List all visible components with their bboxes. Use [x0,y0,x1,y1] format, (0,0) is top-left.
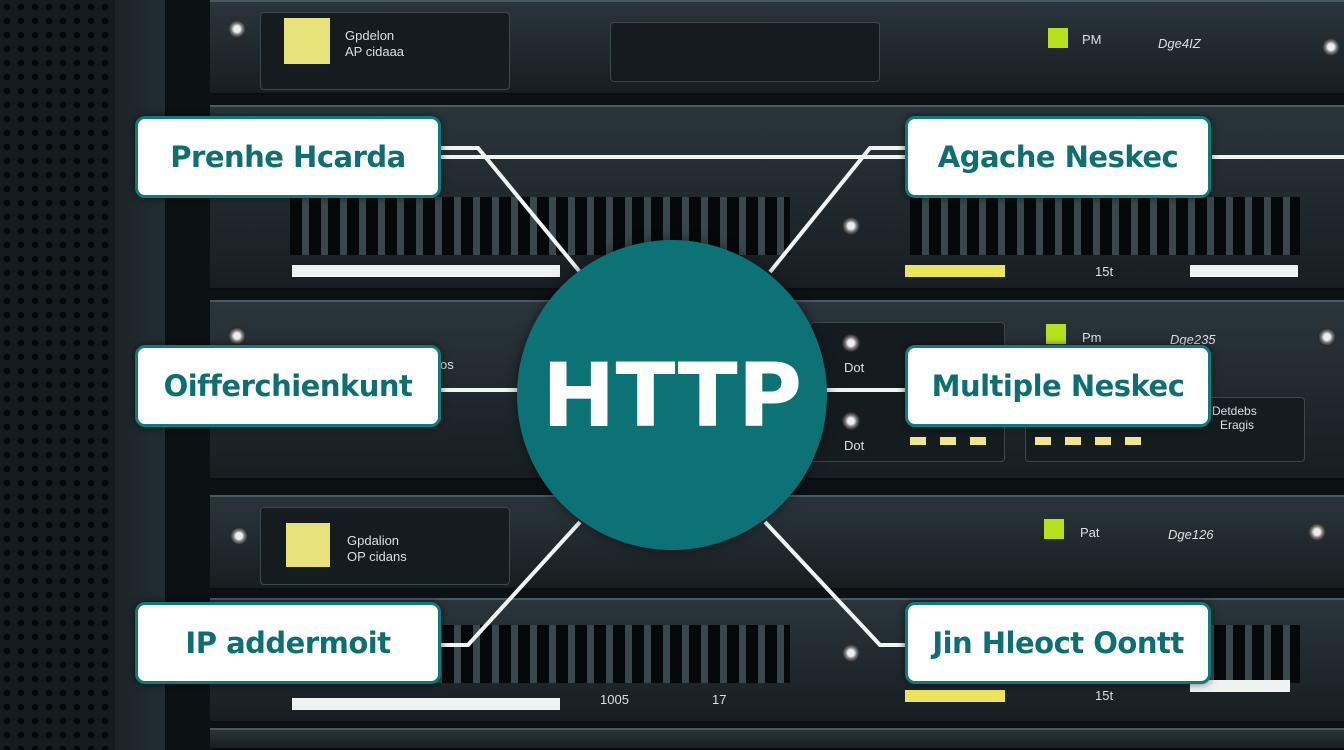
screw-icon [228,327,246,345]
unit-code: Dge235 [1170,332,1216,347]
label-right-3: Jin Hleoct Oontt [905,602,1211,684]
screw-icon [230,527,248,545]
connector-line [763,520,905,647]
unit-sub: AP cidaaa [345,44,405,59]
side-text: Detdebs [1212,404,1257,418]
status-text: PM [1082,32,1102,47]
port-icon [842,412,860,430]
http-hub: HTTP [517,240,827,550]
connector-line [440,520,582,647]
label-left-3: IP addermoit [135,602,441,684]
unit-sub: OP cidans [347,549,407,564]
status-text: Pat [1080,525,1100,540]
status-led [1048,28,1068,48]
unit-name: Gpdalion [347,533,400,548]
screw-icon [1308,523,1326,541]
server-unit-4: Gpdalion OP cidans Pat Dge126 [210,495,1344,590]
screw-icon [842,217,860,235]
unit-number: 17 [712,692,727,707]
screw-icon [228,20,246,38]
screw-icon [842,644,860,662]
server-unit-6 [210,728,1344,750]
connector-line [768,146,905,274]
unit-name: Gpdelon [345,28,395,43]
unit-code: Dge126 [1168,527,1214,542]
status-led [1044,519,1064,539]
screw-icon [1322,38,1340,56]
unit-number: 15t [1095,688,1114,703]
connector-line [440,146,582,274]
status-led [1046,324,1066,344]
port-icon [842,334,860,352]
unit-number: 15t [1095,264,1114,279]
port-label: Dot [844,360,865,375]
screw-icon [1318,328,1336,346]
status-text: Pm [1082,330,1102,345]
label-left-2: Oifferchienkunt [135,345,441,427]
port-text: os [440,357,454,372]
unit-number: 1005 [600,692,629,707]
server-unit-1: Gpdelon AP cidaaa PM Dge4IZ [210,0,1344,95]
label-left-1: Prenhe Hcarda [135,116,441,198]
label-right-2: Multiple Neskec [905,345,1211,427]
unit-code: Dge4IZ [1158,36,1201,51]
label-right-1: Agache Neskec [905,116,1211,198]
side-text: Eragis [1220,418,1255,432]
port-label: Dot [844,438,865,453]
